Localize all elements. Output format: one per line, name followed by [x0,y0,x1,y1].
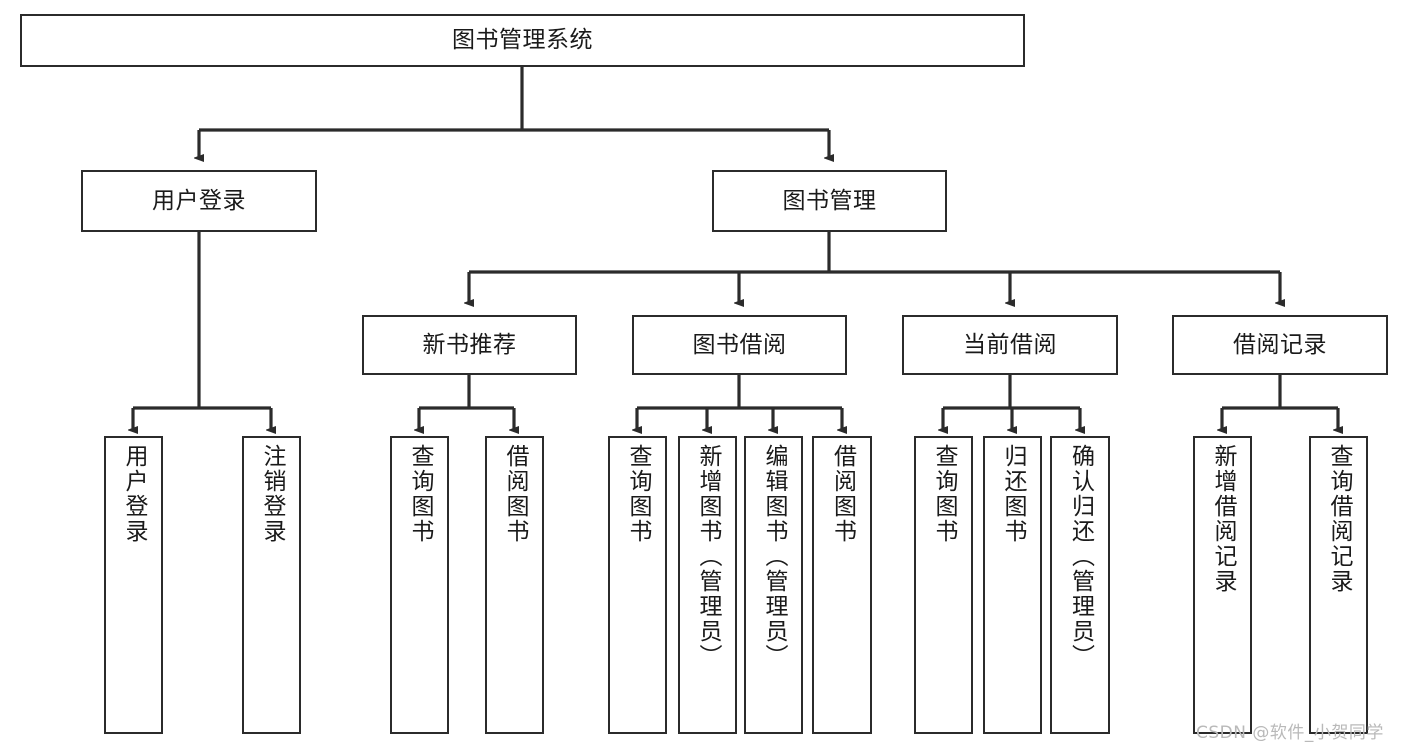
node-label: 借阅图书 [502,444,528,544]
node-borrow-record[interactable]: 借阅记录 [1172,315,1388,375]
node-label: 注销登录 [259,444,285,544]
node-current-borrow[interactable]: 当前借阅 [902,315,1118,375]
node-book-borrow[interactable]: 图书借阅 [632,315,847,375]
leaf-borrow-add-book[interactable]: 新增图书（管理员） [678,436,737,734]
leaf-recommend-borrow-book[interactable]: 借阅图书 [485,436,544,734]
leaf-current-confirm-return[interactable]: 确认归还（管理员） [1050,436,1110,734]
node-label: 图书管理 [782,187,877,214]
node-user-login[interactable]: 用户登录 [81,170,317,232]
node-label: 新书推荐 [422,331,517,358]
leaf-borrow-borrow-book[interactable]: 借阅图书 [812,436,872,734]
leaf-record-add-record[interactable]: 新增借阅记录 [1193,436,1252,734]
csdn-watermark: CSDN @软件_小贺同学 [1196,723,1384,743]
node-label: 用户登录 [152,187,246,214]
leaf-borrow-edit-book[interactable]: 编辑图书（管理员） [744,436,803,734]
node-label: 新增图书（管理员） [695,444,721,669]
node-label: 当前借阅 [963,331,1057,358]
node-label: 查询图书 [407,444,433,544]
node-label: 借阅图书 [829,444,856,544]
node-label: 编辑图书（管理员） [761,444,787,669]
leaf-current-query-book[interactable]: 查询图书 [914,436,973,734]
node-label: 用户登录 [121,444,147,544]
node-label: 查询图书 [931,444,957,544]
node-label: 归还图书 [1000,444,1026,544]
node-label: 新增借阅记录 [1210,444,1236,594]
node-root-system[interactable]: 图书管理系统 [20,14,1025,67]
node-label: 查询借阅记录 [1326,444,1352,594]
node-label: 确认归还（管理员） [1067,444,1094,669]
node-label: 借阅记录 [1233,331,1327,358]
node-label: 查询图书 [625,444,651,544]
node-label: 图书借阅 [692,331,787,358]
node-book-management[interactable]: 图书管理 [712,170,947,232]
node-new-book-recommend[interactable]: 新书推荐 [362,315,577,375]
leaf-record-query-record[interactable]: 查询借阅记录 [1309,436,1368,734]
node-label: 图书管理系统 [452,27,593,54]
leaf-user-login-login[interactable]: 用户登录 [104,436,163,734]
leaf-user-login-logout[interactable]: 注销登录 [242,436,301,734]
leaf-recommend-query-book[interactable]: 查询图书 [390,436,449,734]
leaf-borrow-query-book[interactable]: 查询图书 [608,436,667,734]
leaf-current-return-book[interactable]: 归还图书 [983,436,1042,734]
